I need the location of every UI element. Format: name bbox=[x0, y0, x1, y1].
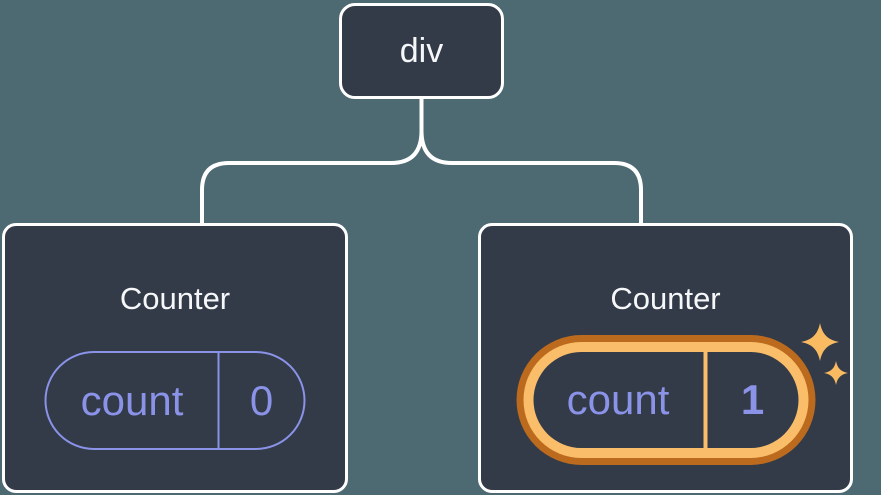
state-value: 0 bbox=[249, 376, 274, 424]
counter-node-left: Counter count 0 bbox=[2, 223, 348, 493]
root-node: div bbox=[339, 3, 504, 99]
sparkle-large-icon bbox=[801, 323, 839, 361]
component-name: Counter bbox=[610, 281, 721, 316]
connector-left-branch bbox=[200, 97, 424, 226]
sparkles-icon bbox=[801, 323, 848, 385]
state-value: 1 bbox=[740, 376, 765, 423]
state-pill-highlighted: count 1 bbox=[516, 335, 815, 465]
state-pill-highlight-ring: count 1 bbox=[523, 342, 808, 458]
component-name: Counter bbox=[119, 281, 231, 316]
state-pill-body: count 1 bbox=[533, 352, 798, 448]
state-key-label: count bbox=[533, 352, 707, 448]
root-node-label: div bbox=[399, 31, 444, 70]
counter-node-right: Counter count 1 bbox=[478, 223, 853, 493]
state-pill: count 0 bbox=[44, 351, 306, 450]
connector-right-branch bbox=[419, 97, 643, 226]
state-key-label: count bbox=[47, 353, 220, 448]
sparkle-small-icon bbox=[824, 361, 848, 385]
